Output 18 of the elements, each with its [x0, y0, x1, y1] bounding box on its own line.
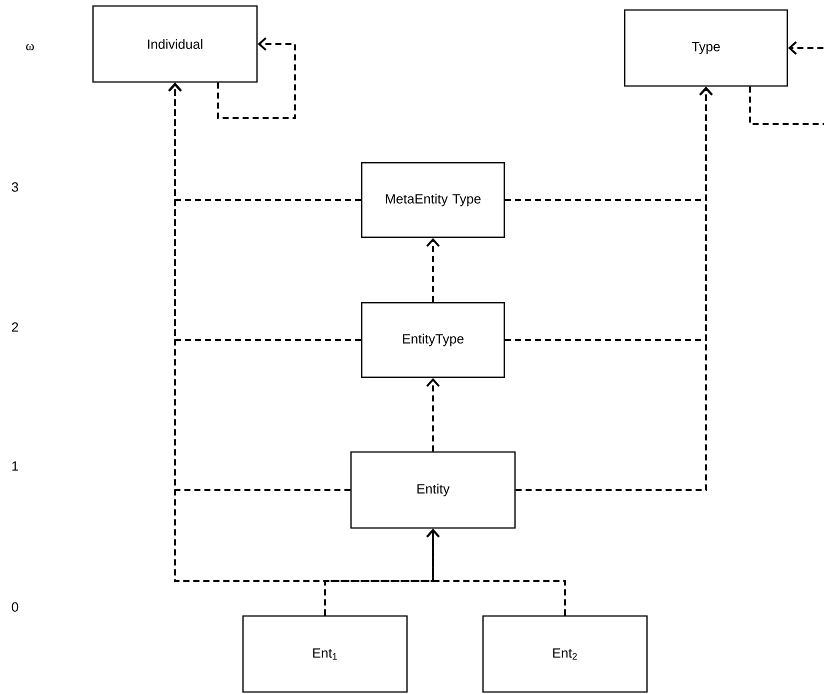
class-box: Ent$_{2}$ [482, 615, 648, 693]
class-box: Type [624, 9, 788, 87]
class-box: EntityType [361, 302, 505, 378]
level-label: 2 [12, 322, 18, 332]
dashed-arrow [426, 238, 440, 302]
dashed-arrow [749, 41, 824, 125]
class-box: Individual [92, 5, 258, 83]
dashed-arrow [426, 378, 440, 452]
level-label: ω [26, 44, 34, 50]
class-box: Ent$_{1}$ [242, 615, 408, 693]
level-label: 1 [12, 461, 18, 471]
level-label: 3 [12, 182, 18, 192]
class-box: MetaEntity Type [361, 162, 505, 238]
dashed-arrow [217, 37, 296, 119]
class-box: Entity [350, 451, 516, 529]
level-label: 0 [12, 602, 18, 612]
dashed-arrow [168, 82, 566, 616]
dashed-arrow [516, 86, 713, 491]
